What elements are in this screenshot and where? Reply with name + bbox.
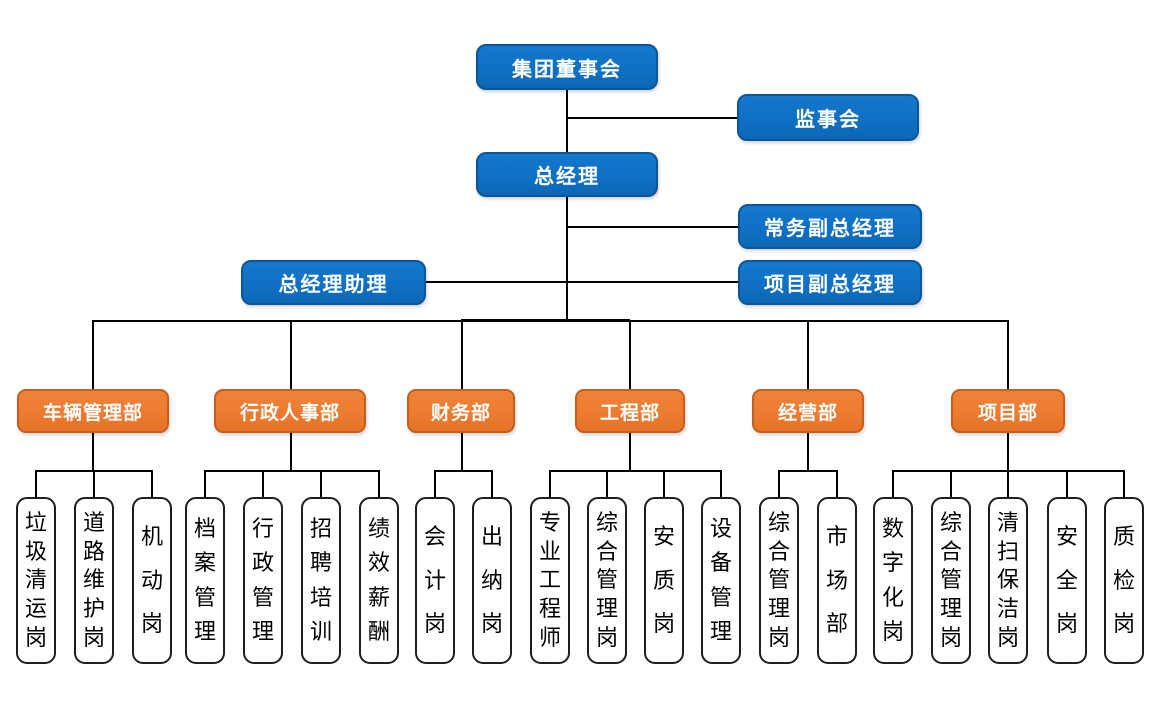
- post-digitalization: 数字化岗: [873, 497, 913, 664]
- connector-line: [892, 471, 894, 498]
- connector-line: [491, 471, 493, 498]
- node-gm-assistant: 总经理助理: [241, 260, 426, 305]
- post-cashier: 出纳岗: [472, 497, 512, 664]
- post-comprehensive-management: 综合管理岗: [759, 497, 799, 664]
- connector-line: [204, 470, 380, 472]
- connector-line: [663, 471, 665, 498]
- dept-vehicle-management: 车辆管理部: [17, 389, 169, 433]
- post-safety-quality: 安质岗: [644, 497, 684, 664]
- connector-line: [1007, 321, 1009, 389]
- post-garbage-clearance: 垃圾清运岗: [16, 497, 56, 664]
- post-mobile-duty: 机动岗: [132, 497, 172, 664]
- node-group-board: 集团董事会: [476, 44, 658, 90]
- node-project-deputy-gm: 项目副总经理: [738, 260, 922, 305]
- connector-line: [290, 321, 292, 389]
- dept-admin-hr: 行政人事部: [214, 389, 366, 433]
- post-equipment-management: 设备管理: [701, 497, 741, 664]
- post-administration-management: 行政管理: [243, 497, 283, 664]
- connector-line: [434, 471, 436, 498]
- post-road-maintenance: 道路维护岗: [74, 497, 114, 664]
- connector-line: [204, 471, 206, 498]
- post-performance-compensation: 绩效薪酬: [359, 497, 399, 664]
- connector-line: [320, 471, 322, 498]
- post-professional-engineer: 专业工程师: [530, 497, 570, 664]
- connector-line: [720, 471, 722, 498]
- connector-line: [836, 471, 838, 498]
- connector-line: [151, 471, 153, 498]
- connector-line: [35, 471, 37, 498]
- post-archives-management: 档案管理: [185, 497, 225, 664]
- node-supervisory-board: 监事会: [737, 94, 919, 141]
- post-quality-inspection: 质检岗: [1104, 497, 1144, 664]
- post-recruitment-training: 招聘培训: [301, 497, 341, 664]
- connector-line: [35, 470, 153, 472]
- connector-line: [461, 319, 630, 323]
- connector-line: [950, 471, 952, 498]
- connector-line: [92, 321, 94, 389]
- post-comprehensive-management: 综合管理岗: [931, 497, 971, 664]
- post-safety: 安全岗: [1047, 497, 1087, 664]
- connector-line: [262, 471, 264, 498]
- connector-line: [778, 470, 838, 472]
- connector-line: [629, 321, 631, 389]
- node-executive-deputy-gm: 常务副总经理: [738, 204, 922, 249]
- connector-line: [426, 281, 739, 283]
- connector-line: [461, 433, 463, 471]
- connector-line: [778, 471, 780, 498]
- connector-line: [606, 471, 608, 498]
- connector-line: [567, 117, 739, 119]
- connector-line: [807, 321, 809, 389]
- connector-line: [549, 471, 551, 498]
- post-accounting: 会计岗: [415, 497, 455, 664]
- connector-line: [93, 471, 95, 498]
- connector-line: [807, 433, 809, 471]
- connector-line: [378, 471, 380, 498]
- node-general-manager: 总经理: [476, 152, 658, 197]
- connector-line: [892, 470, 1125, 472]
- connector-line: [566, 90, 569, 321]
- connector-line: [434, 470, 493, 472]
- connector-line: [1066, 471, 1068, 498]
- connector-line: [1123, 471, 1125, 498]
- dept-project: 项目部: [951, 389, 1065, 433]
- connector-line: [290, 433, 292, 471]
- post-comprehensive-management: 综合管理岗: [587, 497, 627, 664]
- connector-line: [567, 226, 739, 228]
- dept-operations: 经营部: [752, 389, 864, 433]
- dept-finance: 财务部: [407, 389, 515, 433]
- dept-engineering: 工程部: [575, 389, 685, 433]
- post-cleaning: 清扫保洁岗: [988, 497, 1028, 664]
- post-market-dept: 市场部: [817, 497, 857, 664]
- connector-line: [549, 470, 722, 472]
- connector-line: [461, 321, 463, 389]
- connector-line: [92, 433, 94, 471]
- connector-line: [629, 433, 631, 471]
- connector-line: [1007, 433, 1009, 471]
- connector-line: [1007, 471, 1009, 498]
